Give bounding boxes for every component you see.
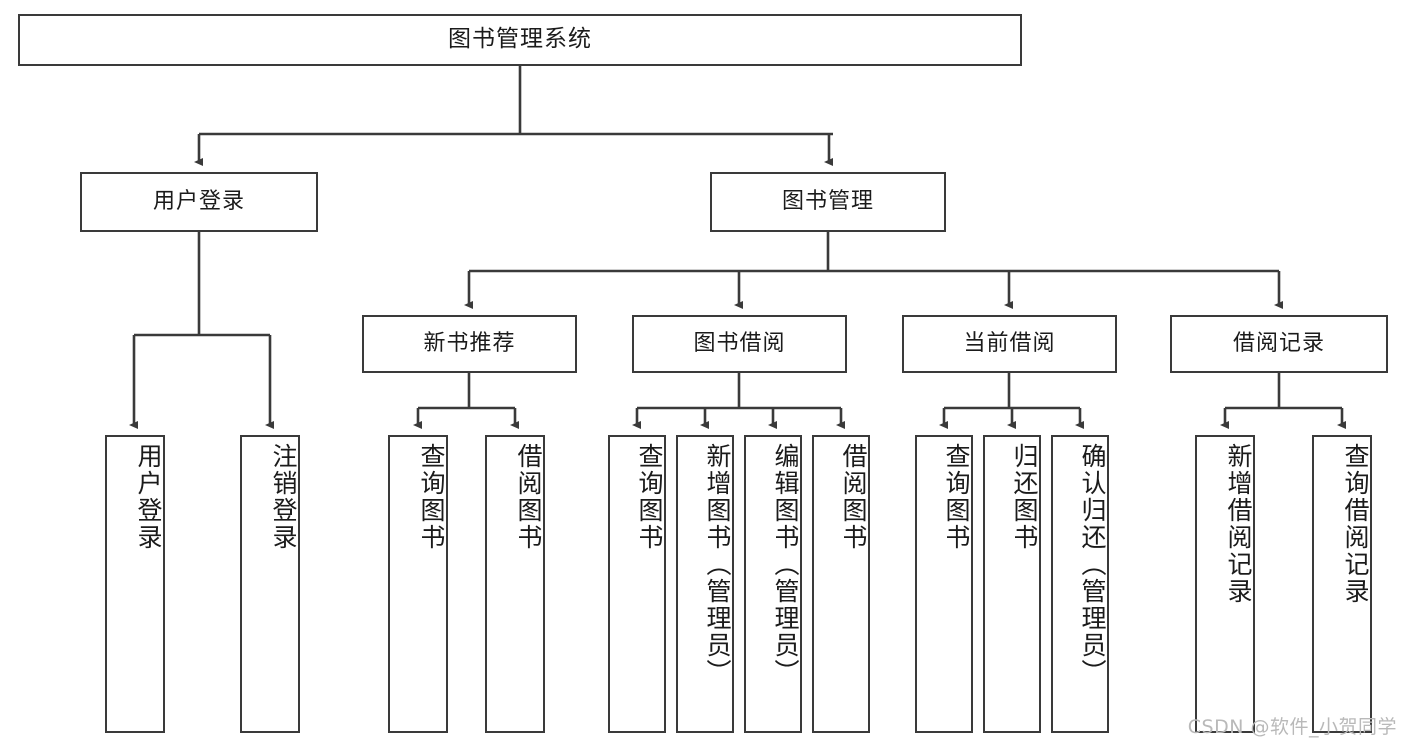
leaf-current-query-book-label: 查询图书 [942, 443, 971, 551]
node-borrow-record[interactable]: 借阅记录 [1170, 315, 1388, 373]
node-current-borrow[interactable]: 当前借阅 [902, 315, 1117, 373]
node-root[interactable]: 图书管理系统 [18, 14, 1022, 66]
leaf-record-add-record[interactable]: 新增借阅记录 [1195, 435, 1255, 733]
leaf-borrow-edit-book-admin[interactable]: 编辑图书（管理员） [744, 435, 802, 733]
node-user-login[interactable]: 用户登录 [80, 172, 318, 232]
leaf-borrow-borrow-book-label: 借阅图书 [839, 443, 868, 551]
leaf-current-return-book[interactable]: 归还图书 [983, 435, 1041, 733]
leaf-record-query-record[interactable]: 查询借阅记录 [1312, 435, 1372, 733]
node-new-book-recommend-label: 新书推荐 [423, 330, 516, 356]
leaf-borrow-add-book-admin[interactable]: 新增图书（管理员） [676, 435, 734, 733]
leaf-borrow-edit-book-admin-label: 编辑图书（管理员） [771, 443, 800, 686]
leaf-user-login-label: 用户登录 [134, 443, 163, 551]
watermark-text: CSDN @软件_小贺同学 [1187, 716, 1397, 738]
node-current-borrow-label: 当前借阅 [963, 330, 1056, 356]
leaf-borrow-query-book[interactable]: 查询图书 [608, 435, 666, 733]
leaf-logout-label: 注销登录 [269, 443, 298, 551]
node-user-login-label: 用户登录 [152, 188, 245, 214]
leaf-record-query-record-label: 查询借阅记录 [1341, 443, 1370, 605]
leaf-borrow-query-book-label: 查询图书 [635, 443, 664, 551]
node-book-borrow-label: 图书借阅 [693, 330, 786, 356]
leaf-newbook-query-book[interactable]: 查询图书 [388, 435, 448, 733]
node-book-management[interactable]: 图书管理 [710, 172, 946, 232]
leaf-newbook-borrow-book[interactable]: 借阅图书 [485, 435, 545, 733]
leaf-newbook-query-book-label: 查询图书 [417, 443, 446, 551]
leaf-record-add-record-label: 新增借阅记录 [1224, 443, 1253, 605]
leaf-current-confirm-return-admin-label: 确认归还（管理员） [1078, 443, 1107, 686]
node-root-label: 图书管理系统 [448, 26, 592, 53]
node-book-borrow[interactable]: 图书借阅 [632, 315, 847, 373]
node-new-book-recommend[interactable]: 新书推荐 [362, 315, 577, 373]
node-borrow-record-label: 借阅记录 [1232, 330, 1325, 356]
node-book-management-label: 图书管理 [781, 188, 874, 214]
leaf-current-return-book-label: 归还图书 [1010, 443, 1039, 551]
leaf-borrow-borrow-book[interactable]: 借阅图书 [812, 435, 870, 733]
leaf-current-query-book[interactable]: 查询图书 [915, 435, 973, 733]
leaf-logout[interactable]: 注销登录 [240, 435, 300, 733]
leaf-borrow-add-book-admin-label: 新增图书（管理员） [703, 443, 732, 686]
leaf-current-confirm-return-admin[interactable]: 确认归还（管理员） [1051, 435, 1109, 733]
leaf-newbook-borrow-book-label: 借阅图书 [514, 443, 543, 551]
leaf-user-login[interactable]: 用户登录 [105, 435, 165, 733]
